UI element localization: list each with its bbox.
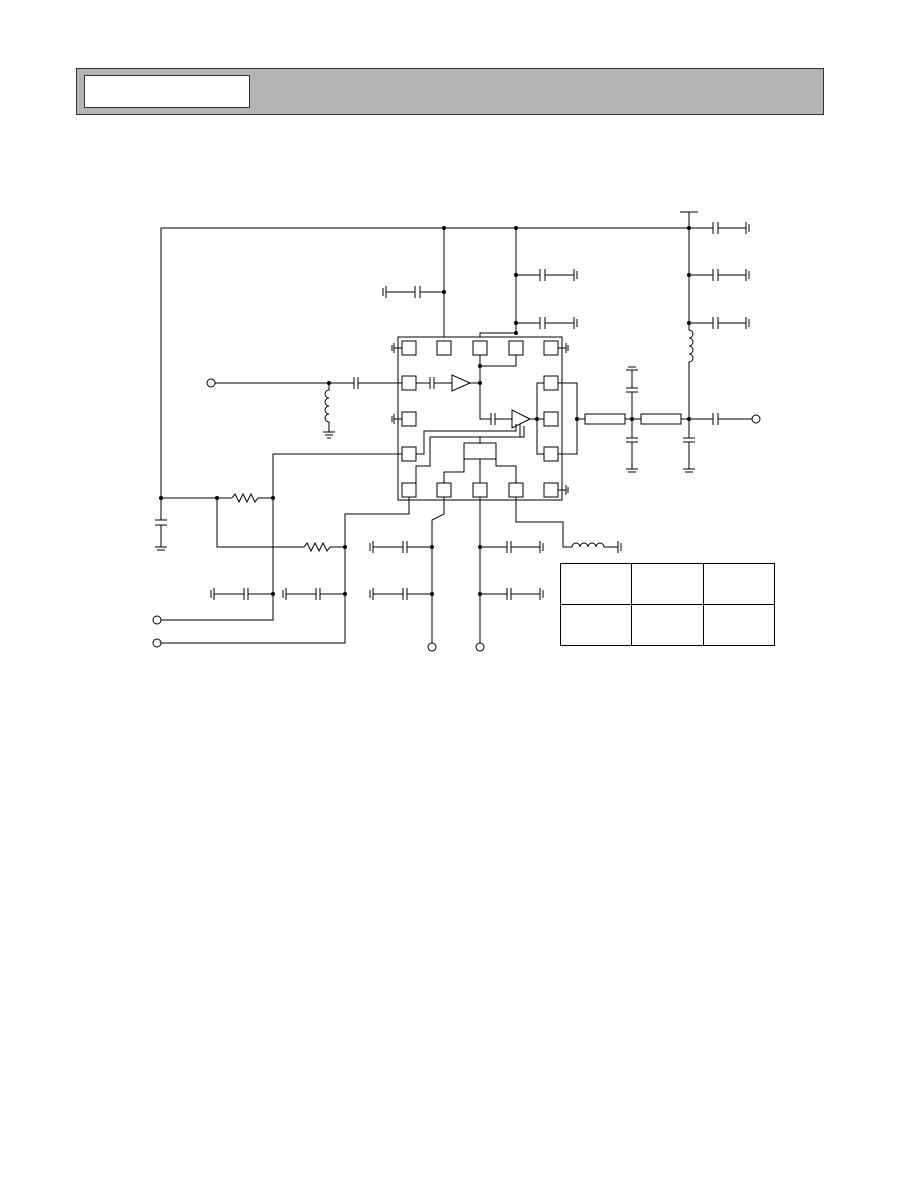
table-cell [631,563,704,605]
decoupling-capacitor [689,269,750,281]
bias-wire [216,498,304,548]
decoupling-capacitor [689,317,750,329]
bottom-pin-wire-1 [431,497,445,643]
internal-wire [495,459,517,483]
bias-inductor [515,497,618,548]
ic-pad [401,340,417,356]
ic-pad [472,482,488,498]
internal-coupling-capacitor [416,377,452,389]
shunt-capacitor [683,419,695,473]
ground-symbol [558,485,569,495]
table-cell [559,604,633,646]
ground-symbol [391,414,402,424]
input-shunt-inductor [324,383,330,432]
ground-symbol [323,431,335,439]
rf-choke-inductor [688,323,694,420]
transmission-line-2 [640,413,682,425]
table-cell [559,563,633,605]
internal-wire [536,382,544,455]
ic-pad [543,411,559,427]
ic-pad [543,446,559,462]
decoupling-capacitor [282,588,345,600]
decoupling-capacitor [369,588,432,600]
header-bar [76,68,824,115]
bias-decoupling-capacitor [155,498,167,551]
table-cell [702,563,776,605]
table-row [559,563,776,605]
ic-pad [543,375,559,391]
shunt-capacitor [626,419,638,473]
control-line-1 [161,453,402,621]
ic-pad [543,482,559,498]
internal-wire [415,424,521,483]
ic-pad [401,482,417,498]
internal-coupling-capacitor [490,413,512,425]
transmission-line-1 [584,413,626,425]
internal-wire [443,459,465,483]
ic-pad [401,375,417,391]
decoupling-capacitor [480,588,544,600]
ic-pad [401,446,417,462]
bias-control-block [463,442,497,460]
header-label-box [84,75,250,108]
decoupling-capacitor [369,541,432,553]
internal-wire [416,424,517,455]
ic-pad [436,482,452,498]
bias-resistor-2 [303,541,345,553]
internal-wire [479,426,525,443]
top-supply-rail [160,227,689,498]
bias-resistor-1 [231,492,273,504]
ic-pad [401,411,417,427]
junction [271,496,275,500]
bottom-terminal-2 [475,642,485,652]
decoupling-capacitor [480,541,544,553]
control-terminal-1 [152,615,162,625]
ic-pad [508,340,524,356]
ground-symbol [558,343,569,353]
component-value-table [559,563,776,646]
decoupling-capacitor [382,286,444,298]
amplifier-stage-2 [511,409,532,429]
decoupling-capacitor [516,317,578,329]
bottom-terminal-1 [427,642,437,652]
internal-wire [479,355,491,420]
ic-pad [472,340,488,356]
output-dc-block-capacitor [712,413,752,425]
table-cell [702,604,776,646]
ic-pad [543,340,559,356]
ground-symbol [391,343,402,353]
ic-pad [508,482,524,498]
decoupling-capacitor [210,588,273,600]
internal-wire [480,355,517,367]
control-terminal-2 [152,638,162,648]
ground-symbol [617,541,622,553]
decoupling-capacitor [689,222,750,234]
decoupling-capacitor [516,269,578,281]
control-line-2 [161,497,410,644]
table-row [559,604,776,646]
table-cell [631,604,704,646]
shunt-capacitor [626,366,638,419]
ic-pad [436,340,452,356]
rf-output-terminal [751,414,761,424]
input-coupling-capacitor [353,377,402,389]
rf-input-terminal [206,378,216,388]
